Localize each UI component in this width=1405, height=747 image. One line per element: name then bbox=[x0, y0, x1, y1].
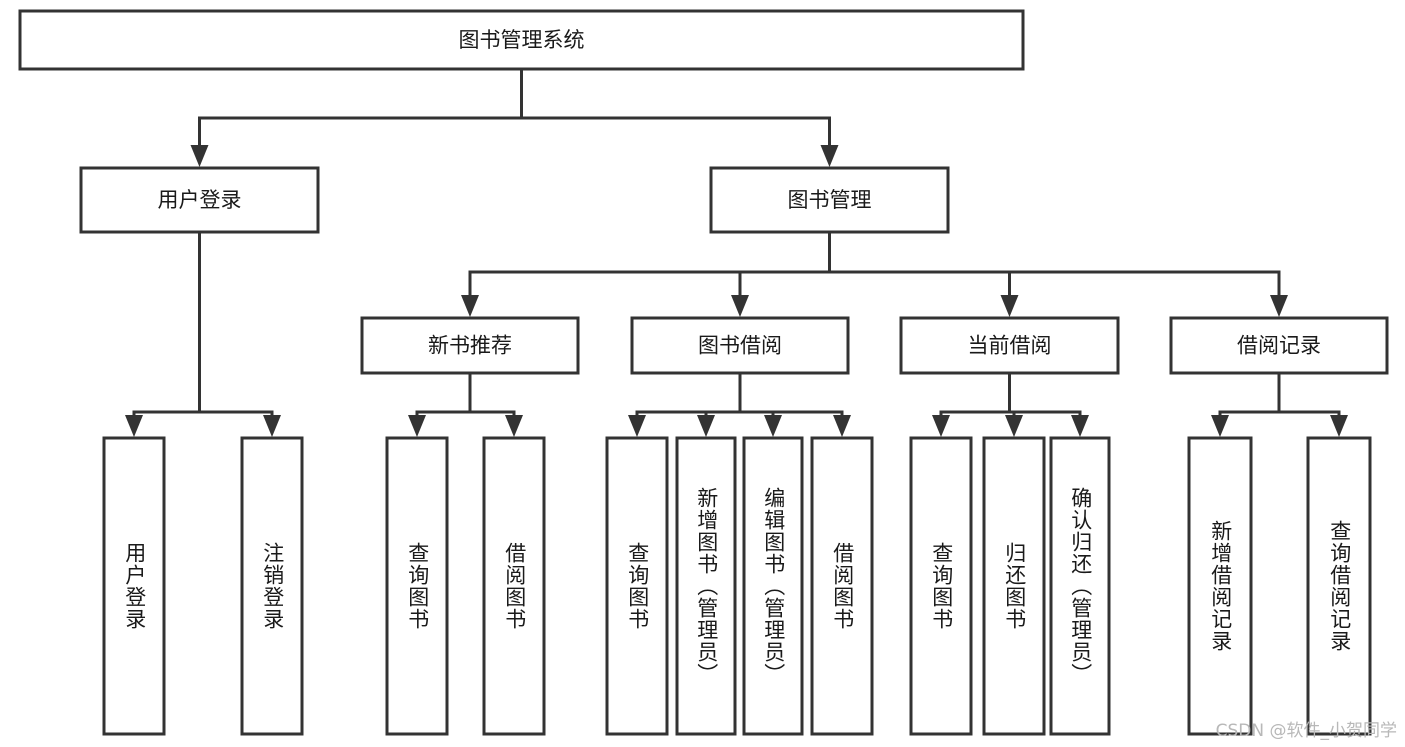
node-box-new-book-recommend[interactable] bbox=[360, 316, 580, 375]
arrow-head-icon-book-borrow bbox=[731, 295, 749, 317]
node-label-new-book-recommend: 新书推荐 bbox=[428, 334, 512, 358]
node-label-borrow-record: 借阅记录 bbox=[1237, 334, 1321, 358]
arrow-head-icon-leaf-edit-book-admin bbox=[764, 415, 782, 437]
arrow-head-icon-leaf-query-borrow-record bbox=[1330, 415, 1348, 437]
node-box-leaf-add-book-admin[interactable] bbox=[675, 436, 737, 736]
arrow-head-icon-borrow-record bbox=[1270, 295, 1288, 317]
arrow-head-icon-leaf-borrow-book-1 bbox=[505, 415, 523, 437]
arrow-head-icon-leaf-query-book-2 bbox=[628, 415, 646, 437]
node-box-leaf-query-book-2[interactable] bbox=[605, 436, 669, 736]
arrow-head-icon-leaf-user-logout bbox=[263, 415, 281, 437]
node-box-leaf-add-borrow-record[interactable] bbox=[1187, 436, 1253, 736]
node-box-leaf-edit-book-admin[interactable] bbox=[742, 436, 804, 736]
arrow-head-icon-book-manage bbox=[820, 145, 839, 167]
node-box-leaf-user-login[interactable] bbox=[102, 436, 166, 736]
node-box-root[interactable] bbox=[18, 9, 1025, 71]
node-label-current-borrow: 当前借阅 bbox=[968, 334, 1052, 358]
arrow-head-icon-new-book-recommend bbox=[461, 295, 479, 317]
node-box-borrow-record[interactable] bbox=[1169, 316, 1389, 375]
arrow-head-icon-leaf-add-borrow-record bbox=[1211, 415, 1229, 437]
node-box-current-borrow[interactable] bbox=[899, 316, 1120, 375]
arrow-head-icon-leaf-query-book-1 bbox=[408, 415, 426, 437]
node-box-leaf-query-borrow-record[interactable] bbox=[1306, 436, 1372, 736]
boxes-layer bbox=[18, 9, 1389, 736]
arrow-head-icon-leaf-query-book-3 bbox=[932, 415, 950, 437]
node-box-leaf-borrow-book-1[interactable] bbox=[482, 436, 546, 736]
arrow-head-icon-leaf-borrow-book-2 bbox=[833, 415, 851, 437]
node-box-leaf-return-book[interactable] bbox=[982, 436, 1046, 736]
arrow-head-icon-leaf-user-login bbox=[125, 415, 143, 437]
arrow-head-icon-leaf-add-book-admin bbox=[697, 415, 715, 437]
node-box-leaf-query-book-3[interactable] bbox=[909, 436, 973, 736]
node-box-book-borrow[interactable] bbox=[630, 316, 850, 375]
node-box-book-manage[interactable] bbox=[709, 166, 950, 234]
node-box-leaf-confirm-return-admin[interactable] bbox=[1049, 436, 1111, 736]
arrow-head-icon-leaf-confirm-return-admin bbox=[1071, 415, 1089, 437]
node-box-leaf-borrow-book-2[interactable] bbox=[810, 436, 874, 736]
arrow-head-icon-leaf-return-book bbox=[1005, 415, 1023, 437]
node-box-user-login[interactable] bbox=[79, 166, 320, 234]
node-label-book-manage: 图书管理 bbox=[788, 188, 872, 212]
node-label-root: 图书管理系统 bbox=[459, 28, 585, 52]
arrow-head-icon-user-login bbox=[190, 145, 209, 167]
arrow-head-icon-current-borrow bbox=[1000, 295, 1019, 317]
node-box-leaf-user-logout[interactable] bbox=[240, 436, 304, 736]
connectors-layer bbox=[125, 67, 1348, 437]
node-box-leaf-query-book-1[interactable] bbox=[385, 436, 449, 736]
node-label-user-login: 用户登录 bbox=[158, 188, 242, 212]
node-label-book-borrow: 图书借阅 bbox=[698, 334, 782, 358]
csdn-watermark: CSDN @软件_小贺同学 bbox=[1215, 721, 1397, 741]
